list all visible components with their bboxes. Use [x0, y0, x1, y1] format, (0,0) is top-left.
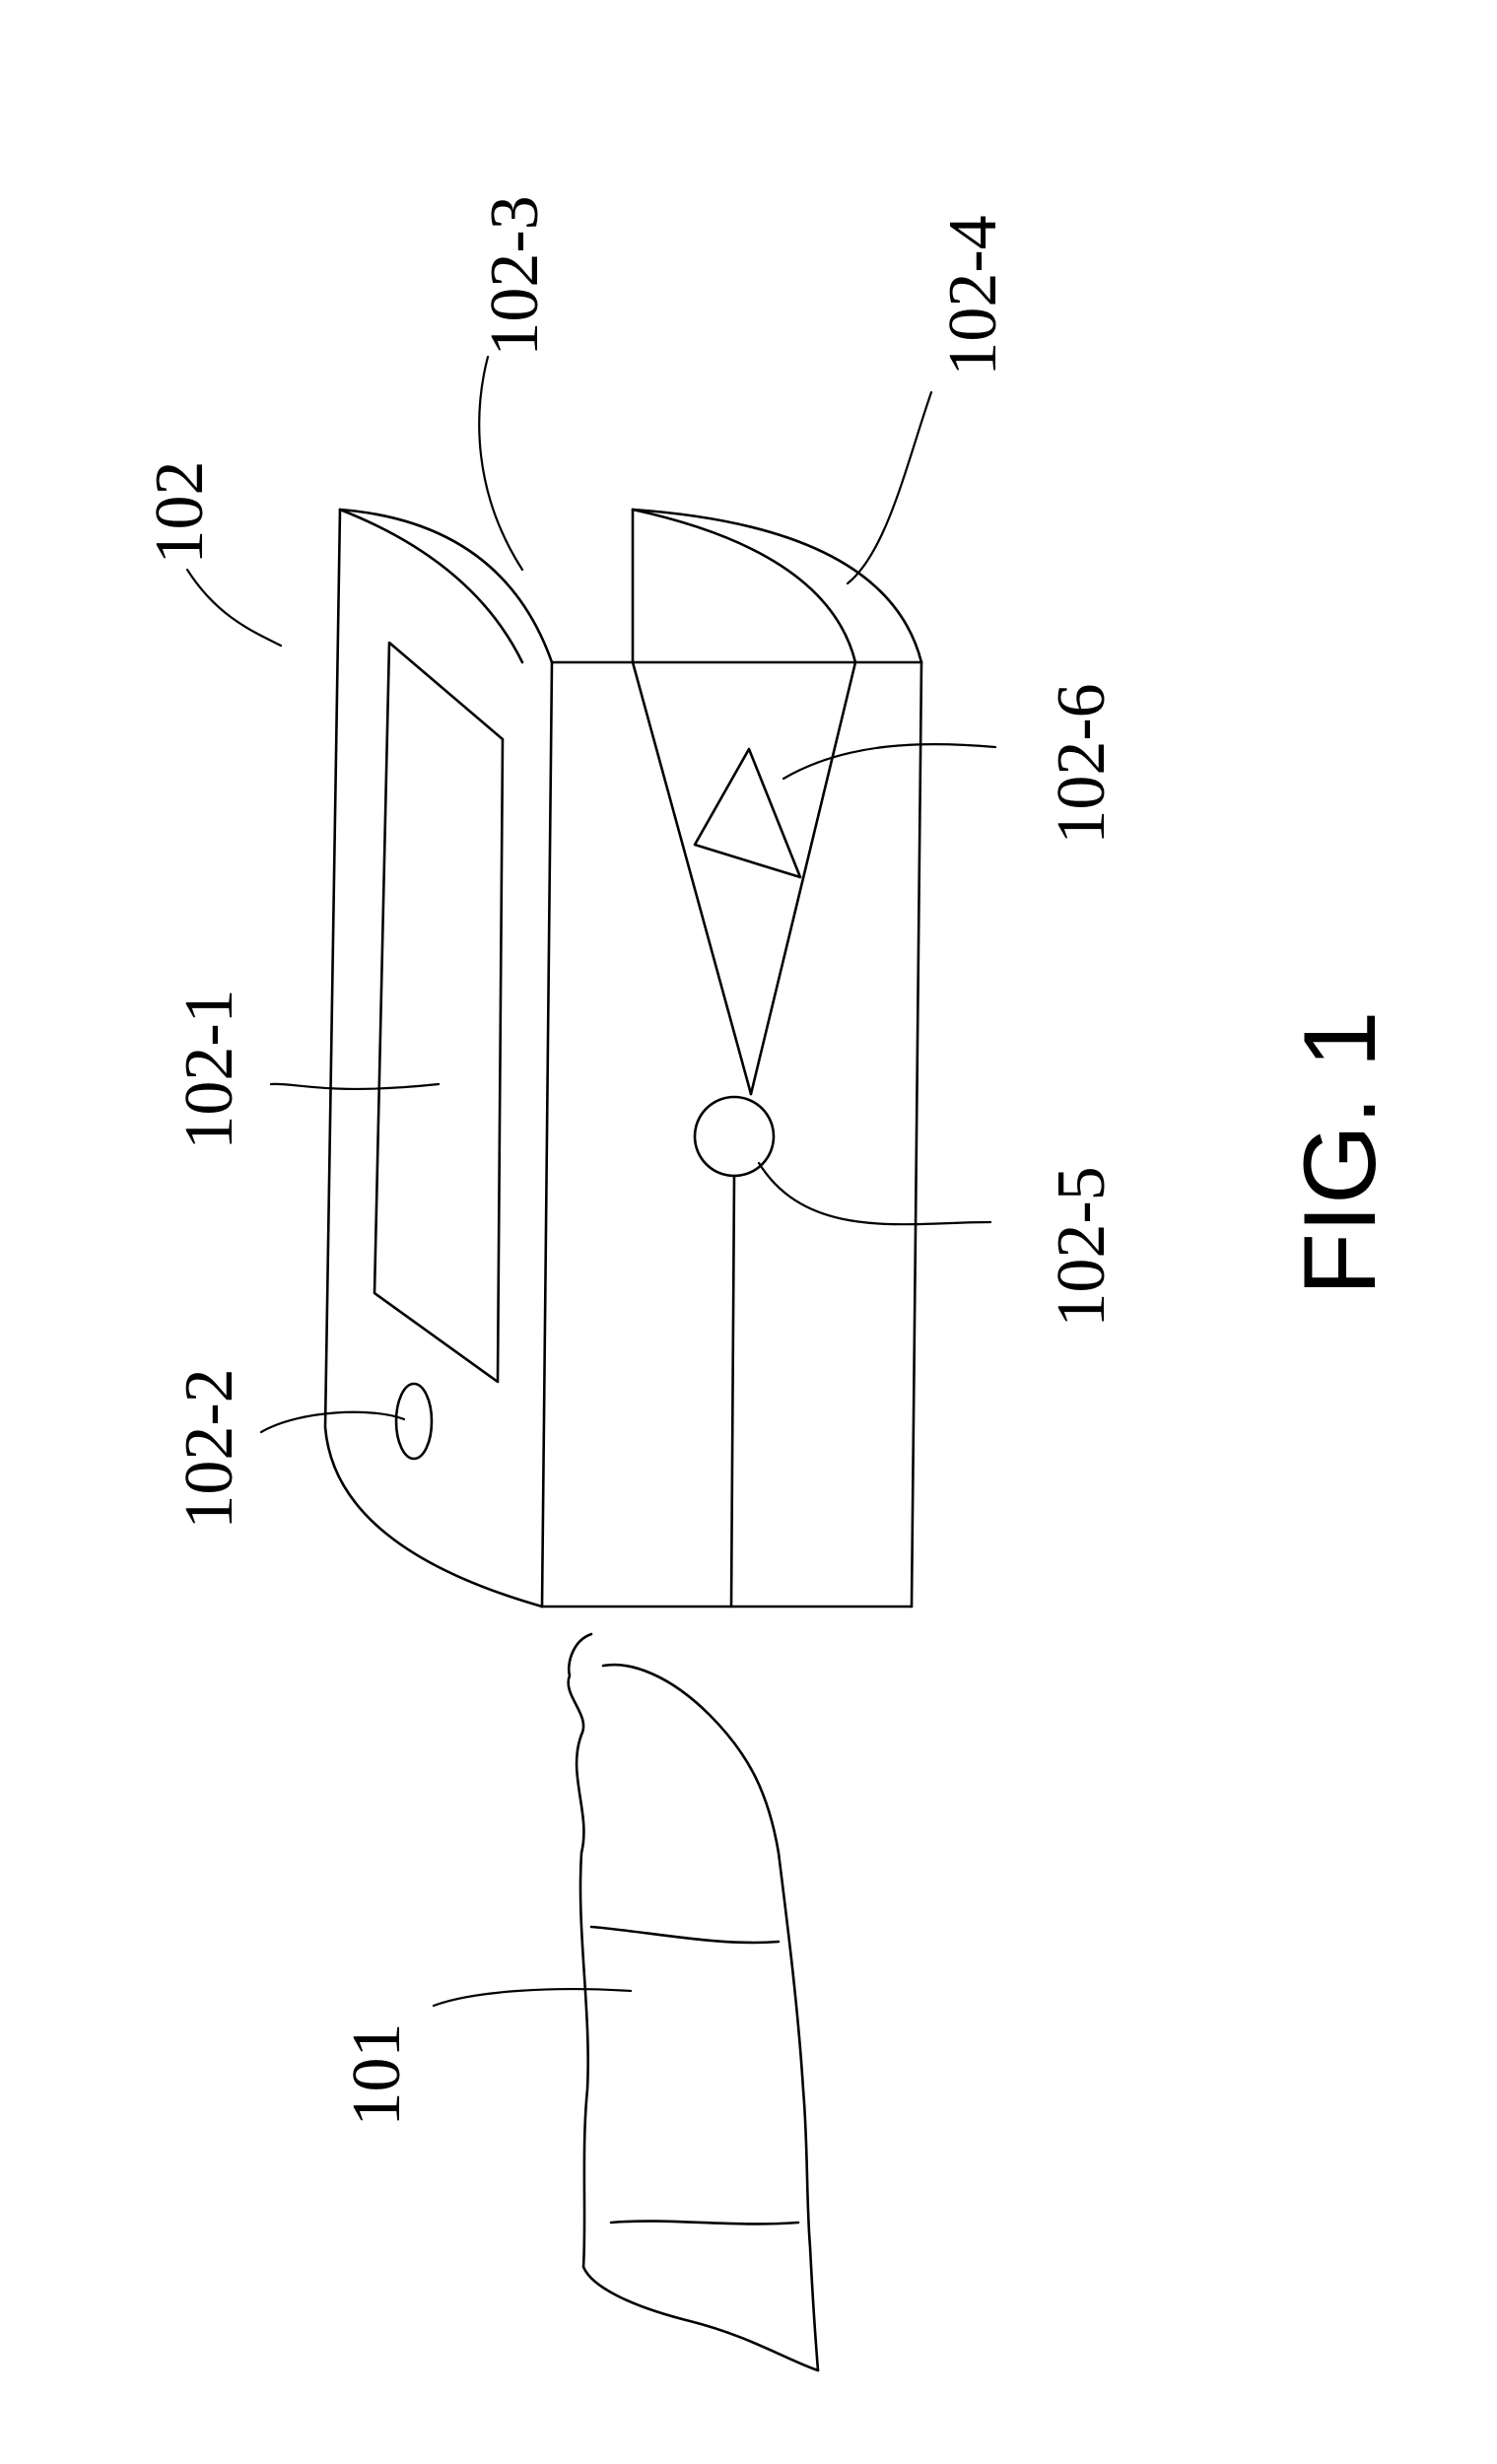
leader-device — [187, 570, 281, 646]
finger-joint-1 — [591, 1927, 779, 1943]
leader-spring — [783, 744, 995, 779]
jaw-upper-line — [633, 662, 751, 1094]
labels: 102 102-3 102-4 102-1 102-2 102-6 102-5 … — [142, 195, 1120, 2126]
leader-display — [271, 1084, 439, 1089]
label-hinge: 102-5 — [1044, 1166, 1120, 1327]
button-oval — [396, 1384, 432, 1459]
label-lower-clip: 102-4 — [935, 215, 1011, 376]
leader-button — [261, 1412, 404, 1432]
label-finger: 101 — [339, 2023, 415, 2127]
leader-finger — [434, 1989, 631, 2006]
leader-upper-clip — [479, 357, 522, 570]
label-upper-clip: 102-3 — [477, 195, 553, 356]
clip-parting-line — [731, 1176, 734, 1607]
upper-clip-inner-curve — [340, 510, 522, 662]
finger — [569, 1634, 818, 2370]
box-right-edge — [912, 662, 921, 1607]
lower-clip-outer-curve — [633, 510, 921, 662]
spring-shape — [695, 749, 800, 877]
upper-clip-top-curve — [340, 510, 552, 662]
device-body — [325, 510, 921, 1607]
figure-caption: FIG. 1 — [1283, 1011, 1397, 1296]
label-spring: 102-6 — [1044, 683, 1120, 844]
hinge-circle — [695, 1097, 774, 1176]
leader-lines — [187, 357, 995, 2006]
finger-joint-2 — [611, 2222, 798, 2224]
jaw-lower-line — [751, 662, 855, 1094]
label-device: 102 — [142, 461, 218, 565]
device-left-face — [325, 510, 542, 1607]
lower-clip-inner-curve — [633, 510, 855, 662]
label-display: 102-1 — [171, 989, 247, 1149]
leader-lower-clip — [848, 392, 931, 583]
finger-outline-right — [603, 1665, 818, 2370]
display-window — [374, 643, 503, 1382]
leader-hinge — [759, 1163, 990, 1224]
finger-outline — [569, 1634, 818, 2370]
label-button: 102-2 — [171, 1368, 247, 1529]
box-upper-left-vertical — [542, 662, 552, 1607]
